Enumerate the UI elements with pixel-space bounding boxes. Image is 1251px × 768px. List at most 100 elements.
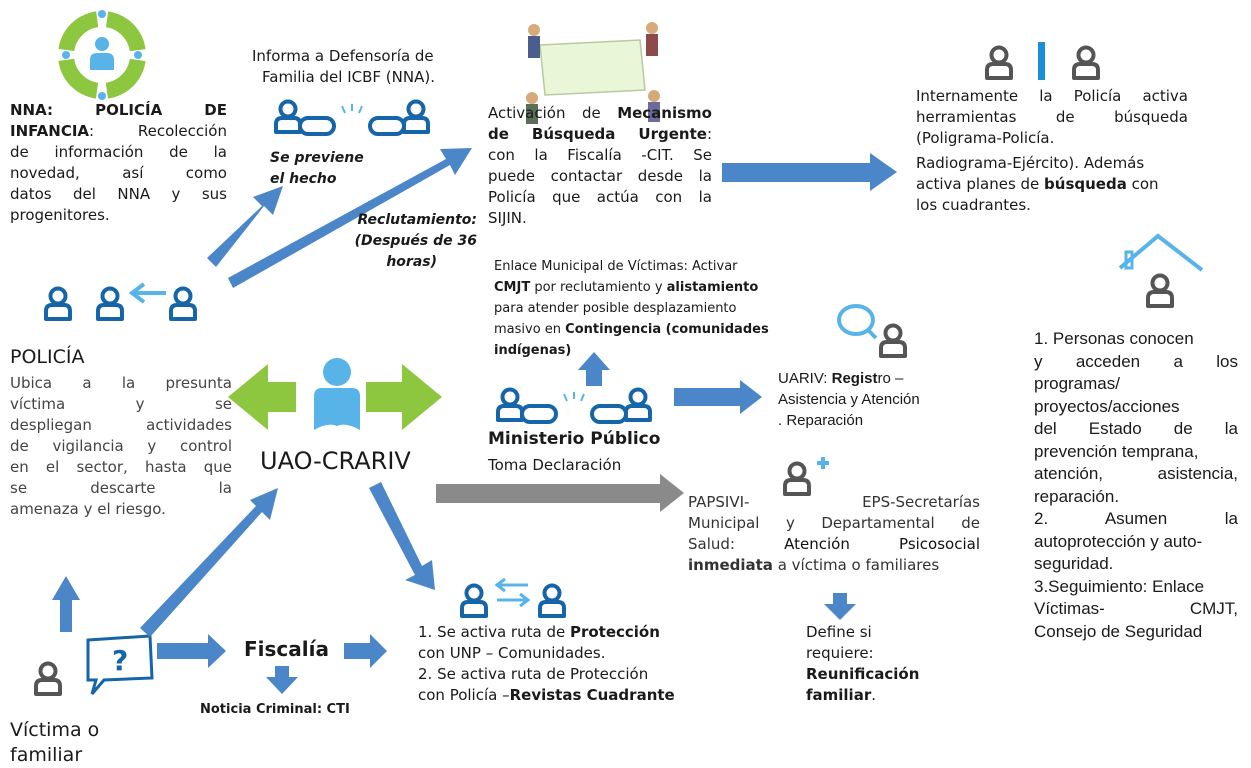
define-l4: familiar	[806, 686, 872, 704]
personas-l9c: la	[1224, 509, 1238, 528]
nna-line2: : Recolección	[89, 122, 227, 140]
personas-l7a: atención,	[1034, 464, 1103, 483]
uariv-l1a: UARIV:	[778, 370, 832, 387]
enlace-l5: indígenas)	[494, 343, 572, 358]
previene-note: Se previene el hecho	[270, 148, 364, 190]
mecanismo-l6: SIJIN.	[488, 209, 527, 227]
papsivi-l2: Municipal y Departamental de	[688, 514, 980, 532]
enlace-l2a: CMJT	[494, 280, 531, 295]
internamente-l3: (Poligrama-Policía.	[916, 129, 1055, 147]
nna-line4c: como	[185, 164, 227, 182]
home-person-icon	[1118, 233, 1204, 308]
victima-l1: Víctima o	[10, 719, 100, 741]
enlace-block: Enlace Municipal de Víctimas: Activar CM…	[494, 256, 824, 361]
internamente-l1: Internamente la Policía activa	[916, 87, 1188, 105]
proteccion-l1a: 1. Se activa ruta de	[418, 623, 570, 641]
uariv-l1b: Regist	[831, 370, 878, 387]
nna-line4b: así	[122, 164, 144, 182]
previene-line1: Se previene	[270, 150, 364, 166]
reclutamiento-note: Reclutamiento: (Después de 36 horas)	[352, 210, 477, 273]
personas-l3: programas/	[1034, 374, 1120, 393]
personas-l13a: Víctimas-	[1034, 599, 1105, 618]
personas-l2a: y	[1034, 351, 1043, 371]
personas-l2c: a	[1173, 351, 1183, 371]
define-l2: requiere:	[806, 644, 874, 662]
reclutamiento-line1: Reclutamiento:	[357, 212, 477, 228]
reclutamiento-line3: horas)	[386, 254, 437, 270]
ministerio-title: Ministerio Público	[488, 429, 661, 449]
policia-l6c: la	[218, 479, 232, 497]
defensoria-line2: Familia del ICBF (NNA).	[262, 68, 435, 86]
proteccion-l1b: Protección	[569, 623, 660, 641]
defensoria-block: Informa a Defensoría de Familia del ICBF…	[252, 46, 472, 88]
uariv-l3: . Reparación	[778, 412, 864, 429]
policia-l1: Ubica a la presunta	[10, 374, 232, 392]
banner-people-icon	[526, 22, 660, 124]
proteccion-l4b: Revistas Cuadrante	[509, 686, 675, 704]
internamente-block: Internamente la Policía activa herramien…	[916, 86, 1188, 216]
personas-l8: reparación.	[1034, 486, 1120, 506]
define-l4-end: .	[871, 686, 877, 704]
policia-block: Ubica a la presunta víctima y se desplie…	[10, 373, 232, 520]
enlace-l2b: por reclutamiento y	[530, 280, 667, 295]
personas-l4: proyectos/acciones	[1034, 396, 1180, 416]
svg-text:?: ?	[112, 644, 128, 677]
papsivi-l4b: a víctima o familiares	[772, 556, 940, 574]
internamente-l2a: herramientas	[916, 108, 1017, 126]
nna-policia: POLICÍA	[95, 101, 163, 119]
mecanismo-l4: puede contactar desde la	[488, 167, 712, 185]
personas-l12: 3.Seguimiento: Enlace	[1034, 576, 1205, 596]
policia-l7: amenaza y el riesgo.	[10, 500, 166, 518]
policia-l5: en el sector, hasta que	[10, 458, 232, 476]
mecanismo-l5: Policía que actúa con la	[488, 188, 712, 206]
flow-arrows	[52, 148, 897, 694]
enlace-l2c: alistamiento	[666, 280, 759, 295]
papsivi-l3a: Salud:	[688, 535, 735, 553]
personas-l5b: la	[1224, 419, 1238, 438]
policia-l2b: y	[135, 395, 145, 413]
victima-label: Víctima o familiar	[10, 718, 99, 768]
enlace-l1: Enlace Municipal de Víctimas: Activar	[494, 259, 738, 274]
fiscalia-title: Fiscalía	[244, 637, 329, 661]
mecanismo-l2a: de Búsqueda Urgente	[488, 125, 707, 143]
reclutamiento-line2: (Después de 36	[354, 233, 477, 249]
nna-block: NNA: POLICÍA DE INFANCIA: Recolección de…	[10, 100, 227, 226]
enlace-l4a: masivo en	[494, 322, 566, 337]
proteccion-l2: con UNP – Comunidades.	[418, 644, 606, 662]
internamente-l2c: búsqueda	[1114, 108, 1188, 126]
personas-l10: autoprotección y auto-	[1034, 531, 1203, 551]
nna-label: NNA:	[10, 101, 53, 119]
define-block: Define si requiere: Reunificación famili…	[806, 622, 919, 706]
proteccion-l4a: con Policía –	[418, 686, 510, 704]
personas-l5a: del Estado de	[1034, 419, 1193, 438]
policia-title: POLICÍA	[10, 346, 85, 368]
papsivi-l1b: EPS-Secretarías	[862, 493, 980, 511]
mecanismo-l1a: Activación de	[488, 104, 618, 122]
nna-de: DE	[204, 101, 227, 119]
mecanismo-l2b: :	[706, 125, 712, 143]
define-l1: Define si	[806, 623, 872, 641]
nna-line6: progenitores.	[10, 206, 110, 224]
chain-link-icon	[274, 99, 430, 136]
proteccion-l3: 2. Se activa ruta de Protección	[418, 665, 649, 683]
defensoria-line1: Informa a Defensoría de	[252, 47, 434, 65]
personas-l13b: CMJT,	[1189, 599, 1238, 618]
previene-line2: el hecho	[270, 171, 337, 187]
police-people-icon	[985, 42, 1100, 80]
policia-l3: despliegan actividades	[10, 416, 232, 434]
internamente-l5b: búsqueda	[1044, 175, 1127, 193]
enlace-l3: para atender posible desplazamiento	[494, 301, 737, 316]
nna-cycle-icon	[57, 10, 147, 100]
internamente-l4: Radiograma-Ejército). Además	[916, 154, 1145, 172]
papsivi-l3c: Psicosocial	[899, 535, 980, 553]
policia-l2a: víctima	[10, 395, 66, 413]
center-hub-icon	[228, 358, 442, 430]
papsivi-l1a: PAPSIVI-	[688, 493, 750, 511]
personas-l9b: Asumen	[1104, 509, 1168, 528]
ministerio-sub: Toma Declaración	[488, 456, 622, 474]
internamente-l2b: de	[1055, 108, 1075, 126]
personas-block: 1. Personas conocen y acceden a los prog…	[1034, 328, 1238, 643]
personas-l6: prevención temprana,	[1034, 441, 1199, 461]
uariv-l2: Asistencia y Atención	[778, 391, 920, 408]
